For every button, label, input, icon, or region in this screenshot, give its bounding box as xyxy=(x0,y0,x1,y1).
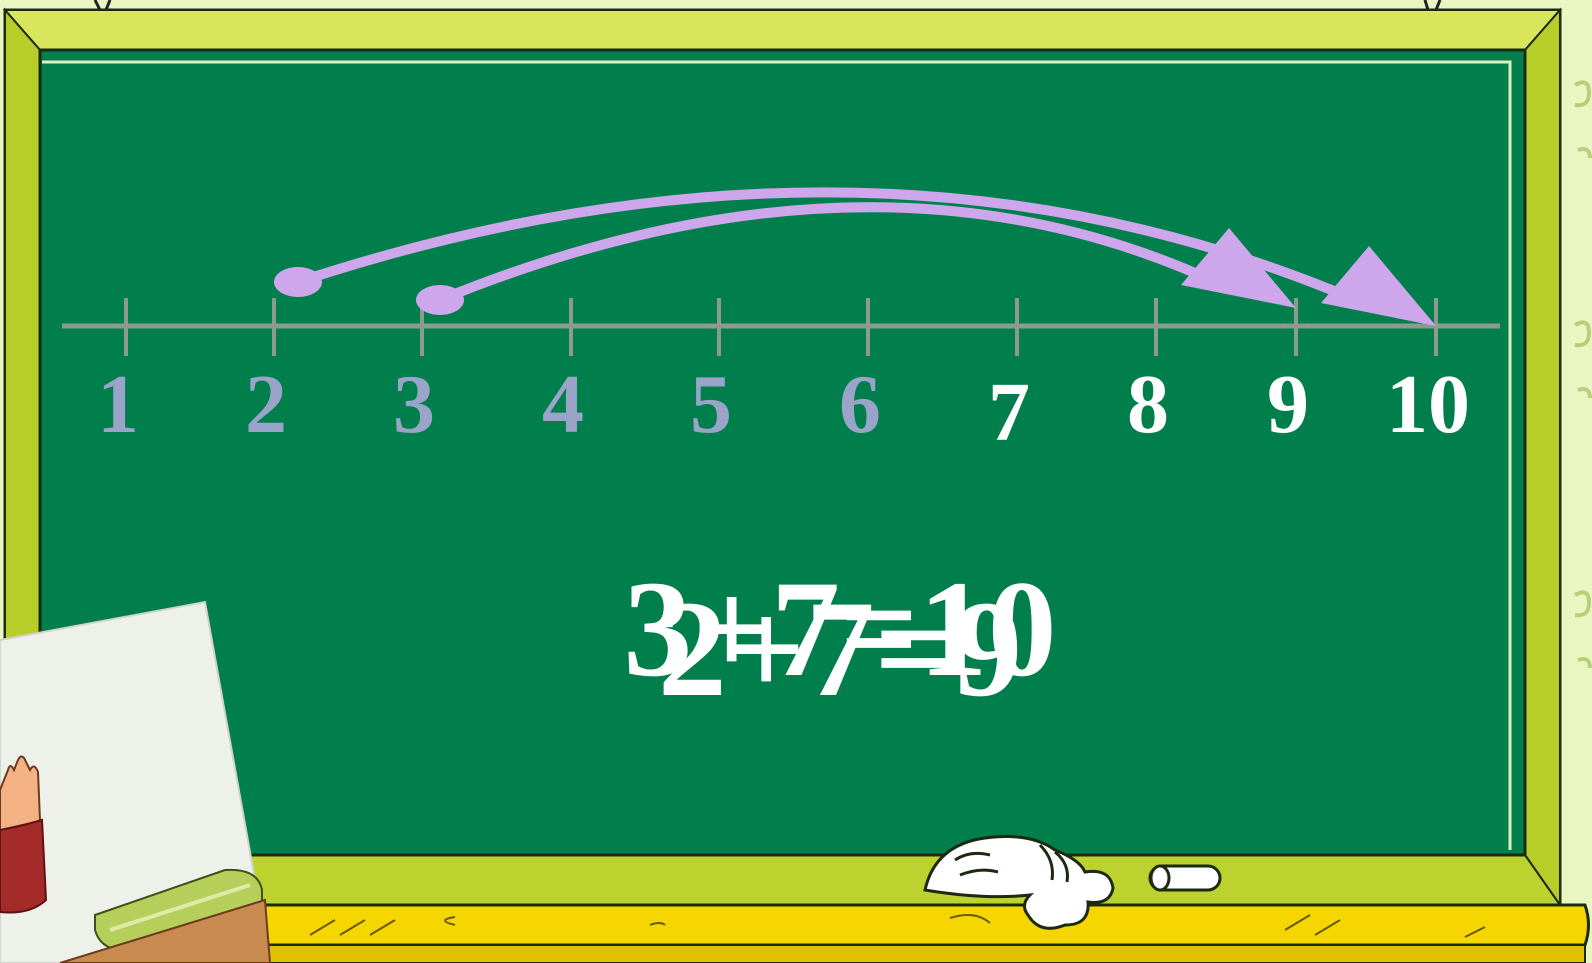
equation-first: 2+7=9 xyxy=(658,572,1022,725)
student-sleeve xyxy=(0,818,48,914)
board-surface xyxy=(38,48,1527,857)
tick-label-8: 8 xyxy=(1127,358,1169,451)
number-line-labels: 1 2 3 4 5 6 7 8 9 10 xyxy=(97,358,1470,459)
frame-bevel-right xyxy=(1524,7,1561,909)
tick-label-2: 2 xyxy=(245,358,287,451)
tick-label-6: 6 xyxy=(839,358,881,451)
student-desk xyxy=(59,898,272,963)
number-line-ticks xyxy=(124,298,1438,356)
glove-eraser-icon xyxy=(923,835,1115,930)
jump-arc xyxy=(293,187,1356,303)
tick-label-10: 10 xyxy=(1386,358,1470,451)
tick-label-7: 7 xyxy=(988,366,1030,459)
tick-label-5: 5 xyxy=(690,358,732,451)
jump-arc xyxy=(435,202,1216,305)
board-hangers xyxy=(93,0,1442,11)
wall-pattern xyxy=(1574,80,1592,669)
jump-arrowhead xyxy=(1321,246,1436,326)
tick-label-3: 3 xyxy=(393,358,435,451)
chalkboard xyxy=(2,7,1563,909)
jump-arrow-2-to-10 xyxy=(274,187,1436,326)
board-highlight xyxy=(42,60,1512,850)
tick-label-9: 9 xyxy=(1267,358,1309,451)
jump-arrows xyxy=(274,187,1436,326)
frame-bevel-top xyxy=(2,9,1563,51)
tick-label-4: 4 xyxy=(542,358,584,451)
chalk-ledge xyxy=(198,903,1590,963)
chalk-icon xyxy=(1148,864,1222,892)
tick-label-1: 1 xyxy=(97,358,139,451)
student-picture xyxy=(0,600,272,963)
jump-arrow-3-to-9 xyxy=(416,202,1296,315)
jump-arrowhead xyxy=(1181,228,1296,308)
equation-second: 3+7=10 xyxy=(623,552,1056,705)
